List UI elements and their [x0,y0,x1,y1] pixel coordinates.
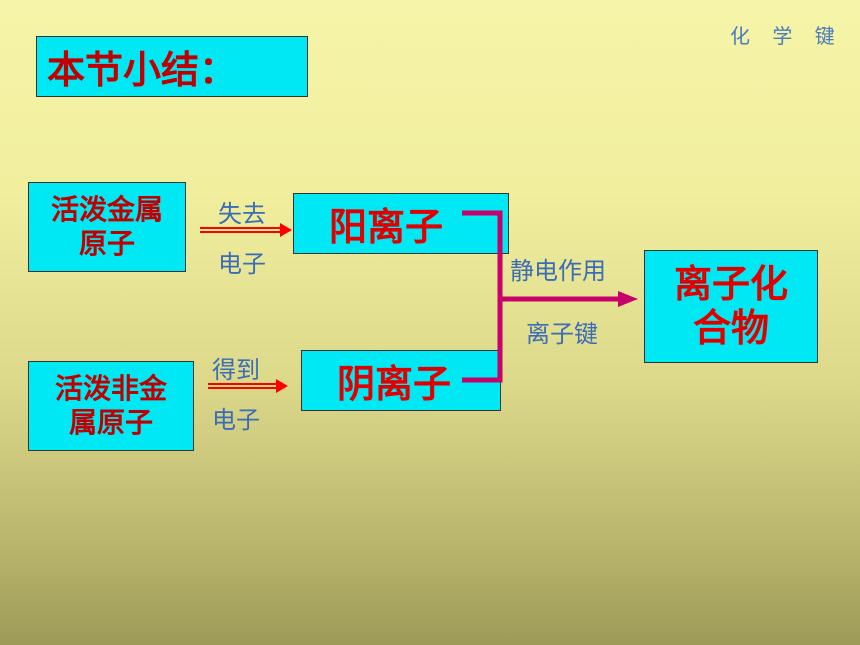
node-compound-line1: 离子化 [673,261,788,306]
node-nonmetal-atom-line2: 属原子 [68,406,153,439]
label-electrostatic: 静电作用 [510,257,606,285]
node-nonmetal-atom-line1: 活泼非金 [54,372,167,406]
label-gain-electron: 电子 [212,406,260,434]
arrow-lose-electron [200,223,292,237]
label-lose: 失去 [218,200,266,228]
label-gain: 得到 [212,356,260,384]
arrow-gain-electron [208,379,288,393]
node-cation: 阳离子 [293,193,509,254]
corner-label: 化 学 键 [730,24,843,48]
node-compound-line2: 合物 [692,305,769,350]
node-metal-atom-line2: 原子 [78,227,135,260]
label-lose-electron: 电子 [218,250,266,278]
page-title: 本节小结： [36,36,308,97]
node-nonmetal-atom: 活泼非金 属原子 [28,361,194,451]
bond-connector [462,210,638,383]
node-ionic-compound: 离子化 合物 [644,250,818,363]
node-metal-atom: 活泼金属 原子 [28,182,186,272]
label-ionic-bond: 离子键 [526,320,598,348]
node-metal-atom-line1: 活泼金属 [50,193,163,227]
